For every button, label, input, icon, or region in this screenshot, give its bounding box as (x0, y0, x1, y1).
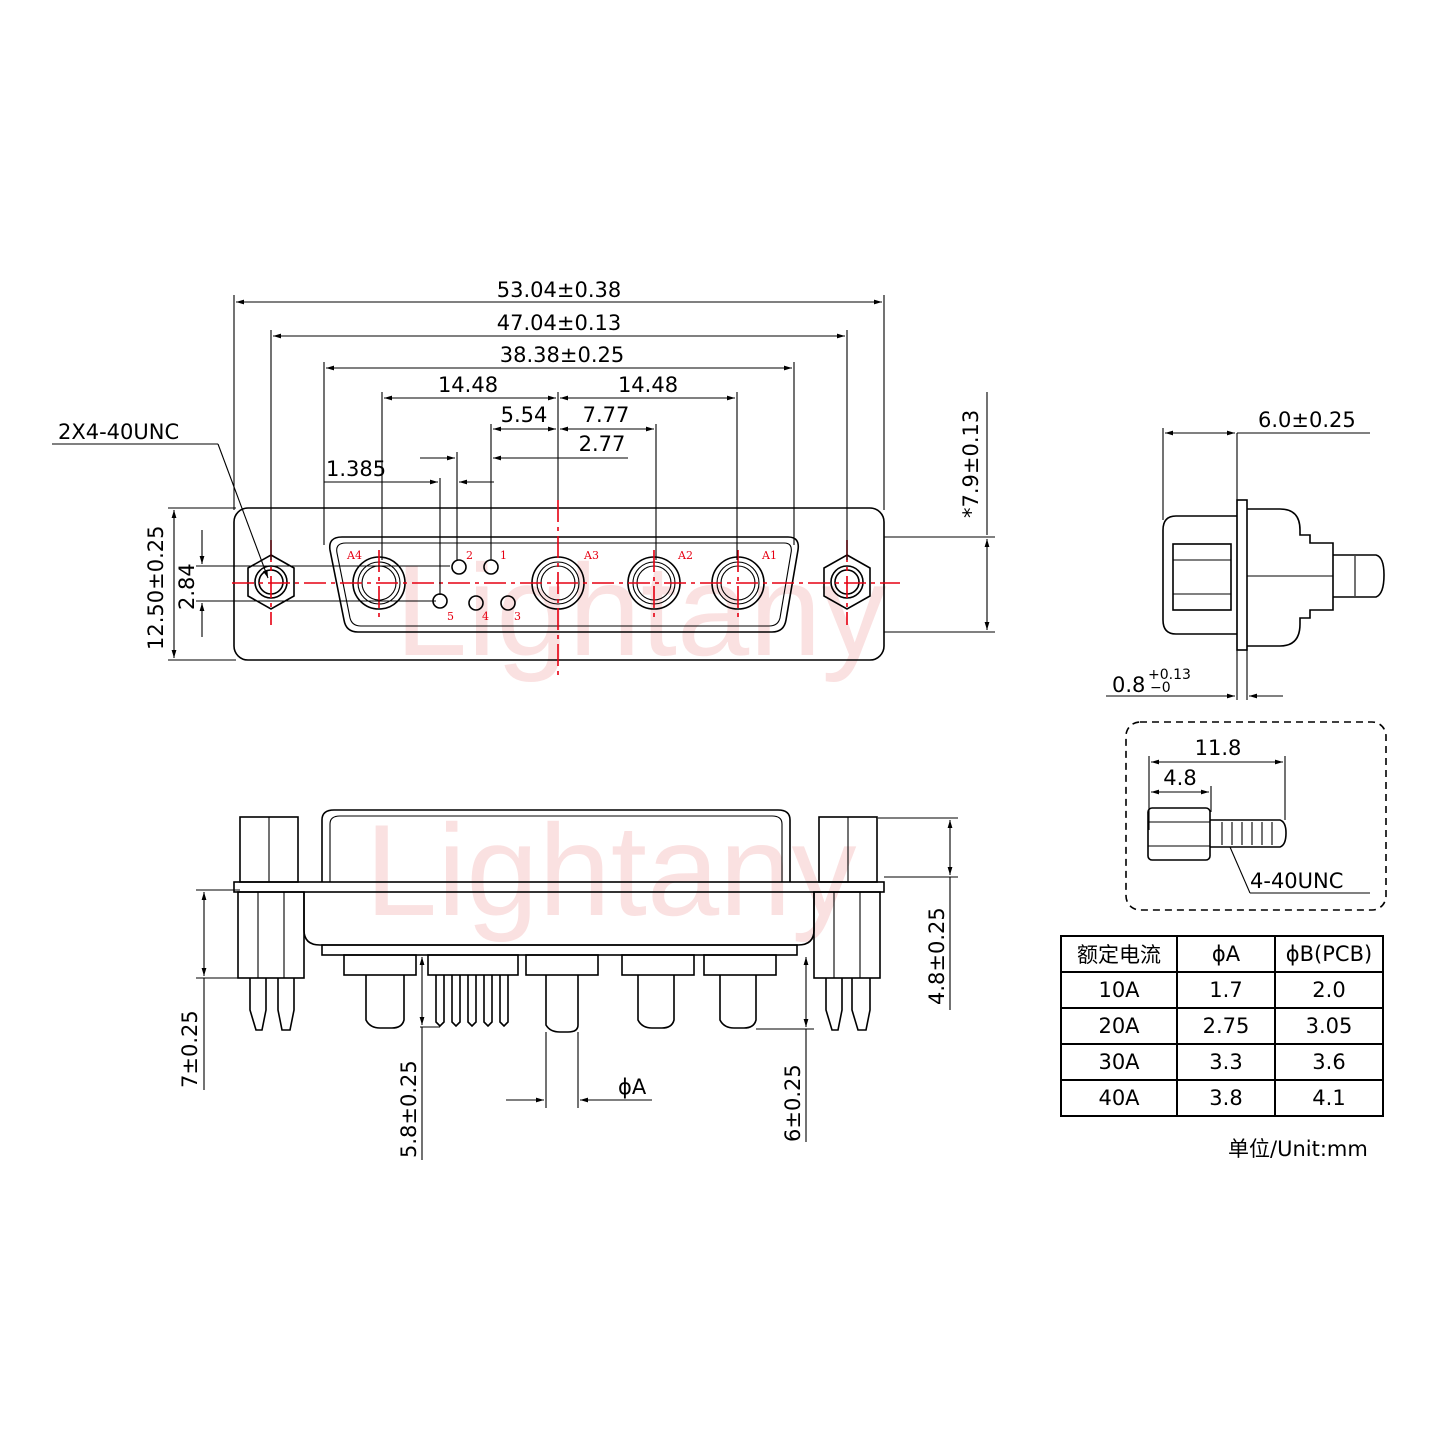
dim-standoff-height: 4.8±0.25 (925, 907, 949, 1005)
watermark-bottom: Lightany (365, 797, 857, 943)
dim-pitch-right: 14.48 (618, 373, 678, 397)
table-row: 20A 2.75 3.05 (1060, 1007, 1384, 1045)
unit-note: 单位/Unit:mm (1228, 1137, 1368, 1161)
pin-label-2: 2 (466, 549, 473, 562)
table-header-row: 额定电流 ϕA ϕB(PCB) (1060, 935, 1384, 973)
dim-standoff-length: 11.8 (1195, 736, 1242, 760)
dim-overall-width: 53.04±0.38 (497, 278, 621, 302)
side-view: 6.0±0.25 0.8 +0.13 −0 (1106, 408, 1385, 700)
dim-board-lock-length: 7±0.25 (178, 1010, 202, 1088)
dim-flange-thickness: 0.8 (1112, 673, 1145, 697)
cell-current: 20A (1060, 1007, 1178, 1045)
cell-phi-b: 4.1 (1274, 1079, 1384, 1117)
cell-current: 40A (1060, 1079, 1178, 1117)
header-phi-a: ϕA (1176, 935, 1276, 973)
dim-shell-height: *7.9±0.13 (959, 410, 983, 518)
contact-label-a2: A2 (677, 549, 693, 562)
contact-label-a4: A4 (346, 549, 362, 562)
cell-phi-a: 3.3 (1176, 1043, 1276, 1081)
cell-current: 10A (1060, 971, 1178, 1009)
table-row: 30A 3.3 3.6 (1060, 1043, 1384, 1081)
cell-phi-b: 3.6 (1274, 1043, 1384, 1081)
contact-label-a3: A3 (583, 549, 599, 562)
dim-flange-tol-upper: +0.13 (1148, 667, 1191, 683)
header-phi-b: ϕB(PCB) (1274, 935, 1384, 973)
cell-phi-a: 1.7 (1176, 971, 1276, 1009)
dim-pin-diameter: ϕA (618, 1075, 647, 1099)
spec-table: 额定电流 ϕA ϕB(PCB) 10A 1.7 2.0 20A 2.75 3.0… (1060, 935, 1384, 1117)
dim-flange-tol-lower: −0 (1150, 680, 1171, 696)
cell-phi-b: 3.05 (1274, 1007, 1384, 1045)
dim-power-pin-length: 6±0.25 (781, 1064, 805, 1142)
front-view: A4 A3 A2 A1 1 2 3 4 5 53.04±0.38 (52, 278, 995, 680)
table-row: 40A 3.8 4.1 (1060, 1079, 1384, 1117)
dim-hex-length: 4.8 (1163, 766, 1196, 790)
cell-current: 30A (1060, 1043, 1178, 1081)
dim-5-54: 5.54 (501, 403, 548, 427)
callout-thread: 2X4-40UNC (58, 420, 179, 444)
dim-depth: 6.0±0.25 (1258, 408, 1356, 432)
dim-row-spacing: 2.84 (175, 563, 199, 610)
pin-label-4: 4 (482, 610, 489, 623)
dim-2-77: 2.77 (579, 432, 626, 456)
dim-shell-width: 38.38±0.25 (500, 343, 624, 367)
dim-pitch-left: 14.48 (438, 373, 498, 397)
callout-standoff-thread: 4-40UNC (1250, 869, 1343, 893)
cell-phi-a: 3.8 (1176, 1079, 1276, 1117)
dim-flange-height: 12.50±0.25 (144, 526, 168, 650)
table-row: 10A 1.7 2.0 (1060, 971, 1384, 1009)
cell-phi-a: 2.75 (1176, 1007, 1276, 1045)
dim-1-385: 1.385 (326, 457, 386, 481)
header-rated-current: 额定电流 (1060, 935, 1178, 973)
cell-phi-b: 2.0 (1274, 971, 1384, 1009)
dim-7-77: 7.77 (583, 403, 630, 427)
pin-label-1: 1 (500, 549, 507, 562)
bottom-view: 4.8±0.25 7±0.25 5.8±0.25 6±0.25 ϕA (178, 809, 958, 1160)
pin-label-5: 5 (447, 610, 454, 623)
dim-signal-pin-length: 5.8±0.25 (397, 1060, 421, 1158)
pin-label-3: 3 (514, 610, 521, 623)
standoff-detail: 11.8 4.8 4-40UNC (1125, 721, 1387, 911)
contact-label-a1: A1 (761, 549, 777, 562)
dim-hole-pitch: 47.04±0.13 (497, 311, 621, 335)
